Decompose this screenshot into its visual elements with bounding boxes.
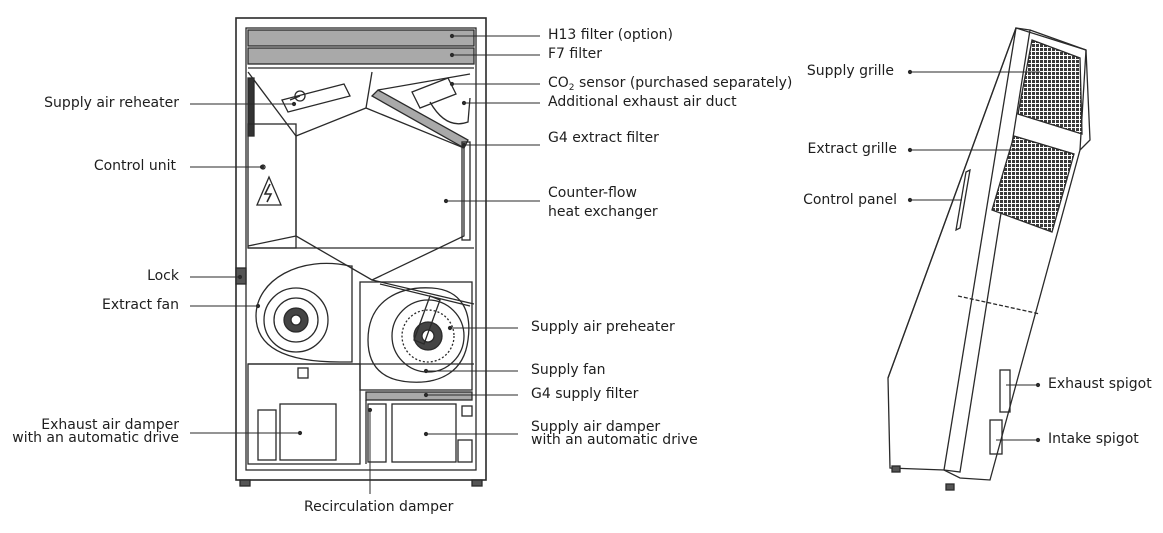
intake-spigot: [989, 419, 1003, 455]
unit-casing: [235, 17, 487, 481]
exhaust-air-damper: [257, 367, 337, 461]
unit-exterior-view: [887, 27, 1091, 491]
label-extract-fan: Extract fan: [102, 297, 179, 313]
label-f7-filter: F7 filter: [548, 46, 602, 62]
unit-foot-left: [239, 479, 251, 487]
label-counter-flow-line2: heat exchanger: [548, 204, 658, 220]
label-supply-fan: Supply fan: [531, 362, 606, 378]
unit-front-face: [943, 27, 1031, 473]
label-h13-filter: H13 filter (option): [548, 27, 674, 43]
label-co2-prefix: CO: [548, 75, 569, 91]
recirculation-damper: [367, 403, 387, 463]
extract-grille: [991, 135, 1075, 233]
label-recirculation-damper: Recirculation damper: [304, 499, 454, 515]
g4-supply-filter: [365, 391, 473, 401]
h13-filter: [247, 29, 475, 47]
label-co2-sensor: CO2 sensor (purchased separately): [548, 76, 792, 96]
unit-inner-frame: [245, 27, 477, 471]
supply-air-preheater: [413, 295, 441, 345]
additional-exhaust-duct: [429, 97, 471, 125]
label-supply-grille: Supply grille: [806, 63, 894, 79]
label-control-unit: Control unit: [93, 158, 176, 174]
exhaust-spigot: [999, 369, 1011, 413]
label-supply-air-preheater: Supply air preheater: [531, 319, 675, 335]
label-supply-damper-line1: Supply air damper: [531, 419, 661, 435]
label-co2-rest: sensor (purchased separately): [574, 75, 793, 91]
supply-grille: [1017, 39, 1083, 135]
label-exhaust-damper-line2: with an automatic drive: [12, 430, 179, 446]
label-extract-grille: Extract grille: [807, 141, 897, 157]
label-co2-subscript: 2: [568, 83, 575, 93]
f7-filter: [247, 47, 475, 65]
label-lock: Lock: [147, 268, 179, 284]
control-unit: [247, 123, 297, 249]
label-control-panel: Control panel: [803, 192, 897, 208]
label-exhaust-damper-line1: Exhaust air damper: [41, 417, 179, 433]
unit-interior-view: [235, 17, 487, 487]
label-counter-flow-line1: Counter-flow: [548, 185, 637, 201]
supply-air-reheater: [281, 83, 351, 113]
high-voltage-warning-icon: [256, 175, 282, 206]
co2-sensor: [411, 77, 457, 109]
g4-extract-filter: [370, 89, 469, 149]
unit-foot-right: [471, 479, 483, 487]
label-supply-air-reheater: Supply air reheater: [44, 95, 179, 111]
supply-air-damper: [391, 403, 473, 463]
extract-fan: [255, 262, 353, 363]
label-supply-damper-line2: with an automatic drive: [531, 432, 698, 448]
unit-body: [887, 27, 1091, 481]
control-panel: [955, 168, 971, 232]
leader-lines: [190, 33, 1041, 494]
label-g4-supply-filter: G4 supply filter: [531, 386, 639, 402]
label-additional-exhaust-duct: Additional exhaust air duct: [548, 94, 737, 110]
label-intake-spigot: Intake spigot: [1048, 431, 1139, 447]
label-g4-extract-filter: G4 extract filter: [548, 130, 659, 146]
label-exhaust-spigot: Exhaust spigot: [1048, 376, 1152, 392]
